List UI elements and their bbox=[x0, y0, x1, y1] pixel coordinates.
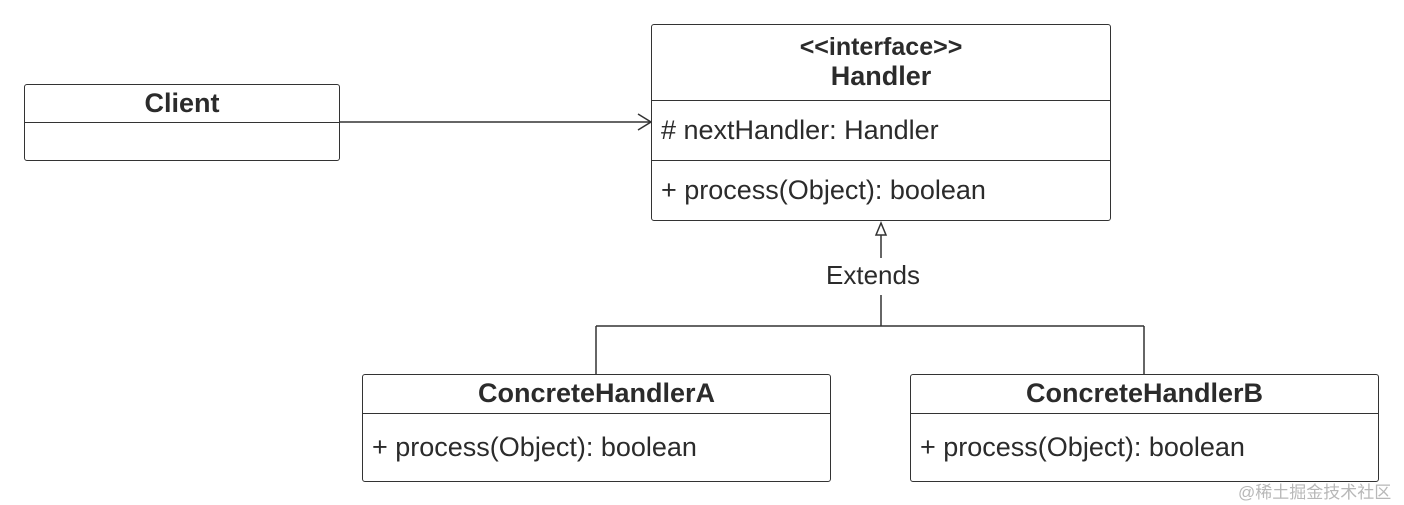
extends-arrowhead bbox=[874, 221, 888, 236]
handler-stereotype: <<interface>> bbox=[799, 32, 963, 61]
watermark: @稀土掘金技术社区 bbox=[1238, 483, 1392, 502]
extends-label: Extends bbox=[822, 260, 924, 291]
concrete-handler-a-header: ConcreteHandlerA bbox=[363, 375, 830, 414]
client-header: Client bbox=[25, 85, 339, 123]
handler-interface: <<interface>> Handler # nextHandler: Han… bbox=[651, 24, 1111, 221]
handler-header: <<interface>> Handler bbox=[652, 25, 1110, 101]
handler-operations: + process(Object): boolean bbox=[652, 161, 1110, 219]
handler-attribute: # nextHandler: Handler bbox=[661, 115, 939, 145]
concrete-handler-a-class: ConcreteHandlerA + process(Object): bool… bbox=[362, 374, 831, 482]
client-class: Client bbox=[24, 84, 340, 161]
handler-name: Handler bbox=[830, 61, 932, 92]
handler-operation: + process(Object): boolean bbox=[661, 174, 986, 205]
concrete-handler-a-name: ConcreteHandlerA bbox=[477, 378, 716, 409]
concrete-handler-b-name: ConcreteHandlerB bbox=[1025, 378, 1264, 409]
client-name: Client bbox=[144, 87, 220, 118]
concrete-handler-b-header: ConcreteHandlerB bbox=[911, 375, 1378, 414]
concrete-handler-a-operation: + process(Object): boolean bbox=[372, 432, 697, 462]
concrete-handler-b-operation: + process(Object): boolean bbox=[920, 432, 1245, 462]
concrete-handler-b-operations: + process(Object): boolean bbox=[911, 414, 1378, 481]
concrete-handler-b-class: ConcreteHandlerB + process(Object): bool… bbox=[910, 374, 1379, 482]
handler-attributes: # nextHandler: Handler bbox=[652, 101, 1110, 161]
concrete-handler-a-operations: + process(Object): boolean bbox=[363, 414, 830, 481]
